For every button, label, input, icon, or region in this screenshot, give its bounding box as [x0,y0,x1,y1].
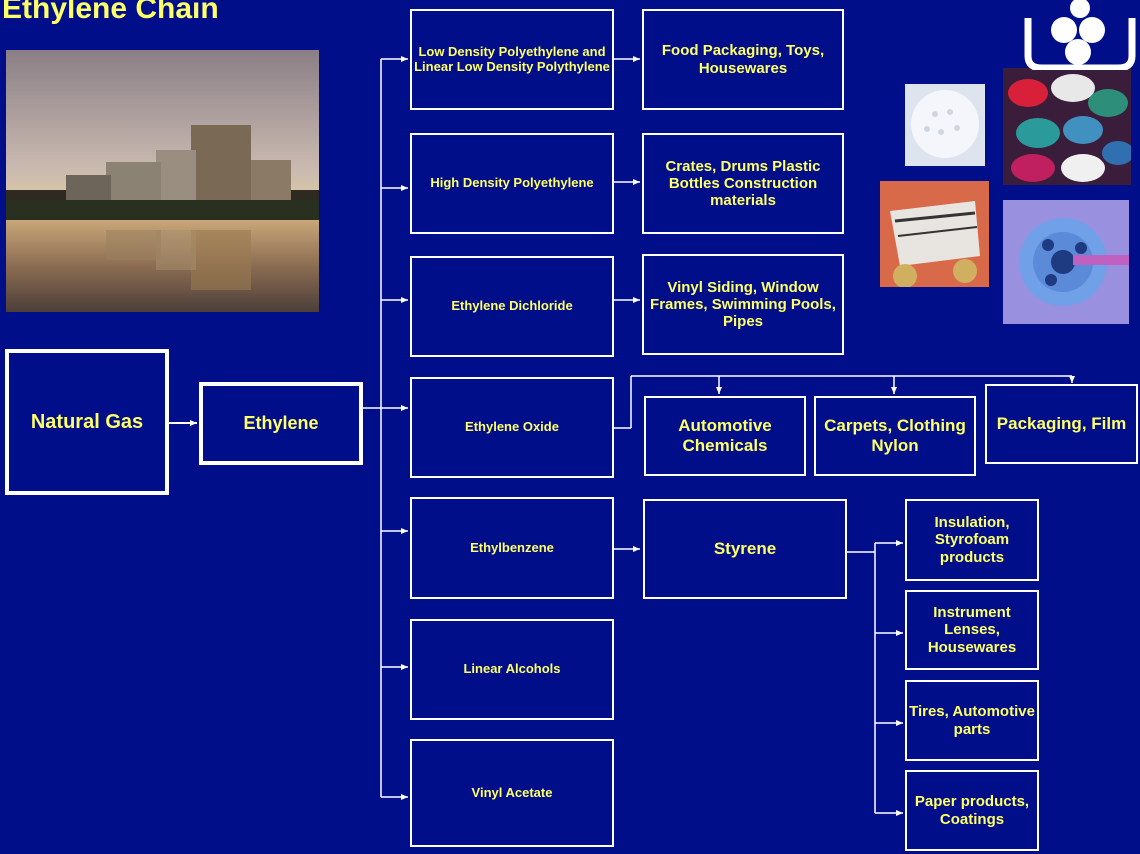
node-instrument-lenses: Instrument Lenses, Housewares [905,590,1039,670]
node-linear-alcohols: Linear Alcohols [410,619,614,720]
node-ethylene-oxide: Ethylene Oxide [410,377,614,478]
spools-photo [1003,68,1131,185]
node-automotive-chemicals: Automotive Chemicals [644,396,806,476]
node-ethylbenzene: Ethylbenzene [410,497,614,599]
node-paper-products: Paper products, Coatings [905,770,1039,851]
refinery-photo [6,50,319,312]
node-ldpe: Low Density Polyethylene and Linear Low … [410,9,614,110]
node-vinyl-siding: Vinyl Siding, Window Frames, Swimming Po… [642,254,844,355]
node-packaging-film: Packaging, Film [985,384,1138,464]
node-food-packaging: Food Packaging, Toys, Housewares [642,9,844,110]
node-carpets: Carpets, Clothing Nylon [814,396,976,476]
node-tires: Tires, Automotive parts [905,680,1039,761]
node-insulation: Insulation, Styrofoam products [905,499,1039,581]
node-hdpe: High Density Polyethylene [410,133,614,234]
rollerblade-photo [880,181,989,287]
reel-photo [1003,200,1129,324]
node-vinyl-acetate: Vinyl Acetate [410,739,614,847]
page-title: Ethylene Chain [2,0,219,25]
node-ethylene: Ethylene [199,382,363,465]
node-ethylene-dichloride: Ethylene Dichloride [410,256,614,357]
node-styrene: Styrene [643,499,847,599]
logo-icon [1022,0,1138,70]
golf-ball-photo [905,84,985,166]
node-crates: Crates, Drums Plastic Bottles Constructi… [642,133,844,234]
node-natural-gas: Natural Gas [5,349,169,495]
